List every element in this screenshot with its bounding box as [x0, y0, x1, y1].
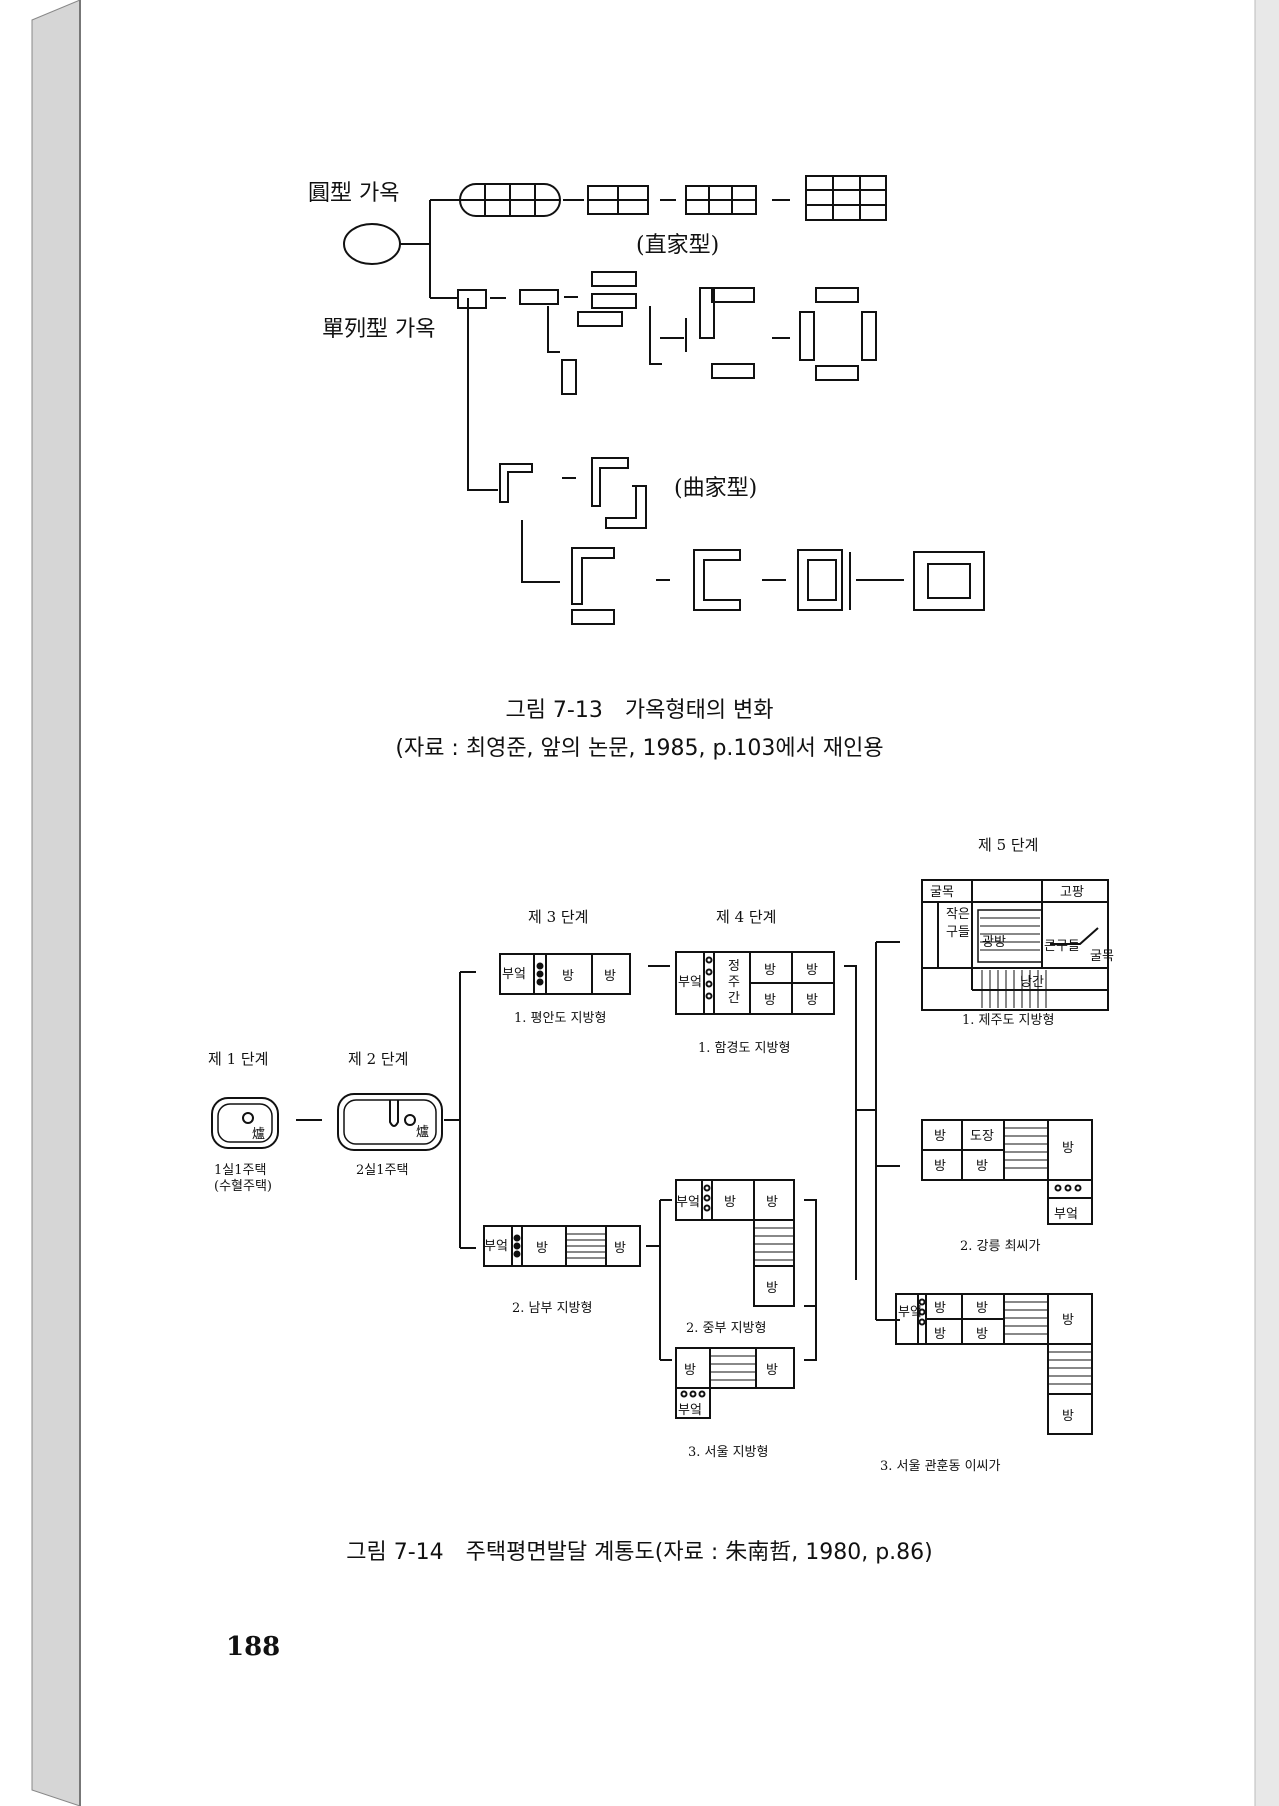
stage-5a-name: 1. 제주도 지방형: [962, 1013, 1054, 1028]
stage-3-label: 제 3 단계: [528, 908, 588, 926]
room-label: 방: [1062, 1313, 1074, 1328]
stage-2-name: 2실1주택: [356, 1163, 408, 1178]
hearth-label-1: 爐: [252, 1127, 265, 1142]
stage-5-gwanhundong-plan: 부엌 방 방 방 방 방 방 3. 서울 관훈동 이씨가: [880, 1293, 1093, 1474]
room-label: 방: [934, 1159, 946, 1174]
kitchen-label: 부엌: [678, 975, 702, 990]
stage-2-house: 爐 2실1주택: [337, 971, 476, 1249]
stage-1-label: 제 1 단계: [208, 1050, 268, 1068]
stage-1-name-a: 1실1주택: [214, 1163, 266, 1178]
gopang-label: 고팡: [1060, 885, 1084, 900]
jeongju-label-2: 주: [728, 975, 740, 990]
room-label: 방: [766, 1195, 778, 1210]
stage-3-pyongan-plan: 부엌 방 방 1. 평안도 지방형: [499, 953, 631, 1026]
jeongju-label-3: 간: [728, 991, 740, 1006]
room-label: 방: [806, 963, 818, 978]
room-label: 방: [684, 1363, 696, 1378]
kitchen-label: 부엌: [502, 967, 526, 982]
stage-2-label: 제 2 단계: [348, 1050, 408, 1068]
stage-3-southern-plan: 부엌 방 방 2. 남부 지방형: [483, 1199, 672, 1361]
stage-4-central-plan: 부엌 방 방 방 2. 중부 지방형: [675, 1179, 817, 1336]
stage-4c-name: 3. 서울 지방형: [688, 1445, 768, 1460]
kitchen-label: 부엌: [484, 1239, 508, 1254]
kitchen-label: 부엌: [676, 1195, 700, 1210]
room-label: 방: [976, 1327, 988, 1342]
room-label: 방: [934, 1301, 946, 1316]
room-label: 방: [766, 1363, 778, 1378]
figure-7-13-caption-source: (자료 : 최영준, 앞의 논문, 1985, p.103에서 재인용: [395, 736, 884, 761]
nanggan-label: 낭간: [1020, 975, 1044, 990]
round-house-origin: [343, 199, 460, 299]
curved-house-series: [467, 298, 985, 625]
straight-house-series: [459, 175, 887, 221]
room-label: 방: [1062, 1409, 1074, 1424]
room-label: 방: [976, 1159, 988, 1174]
jeongju-label-1: 정: [728, 959, 740, 974]
jageun-label: 작은: [946, 907, 970, 922]
room-label: 방: [1062, 1141, 1074, 1156]
room-label: 방: [614, 1241, 626, 1256]
stage-4-seoul-plan: 방 방 부엌 3. 서울 지방형: [675, 1232, 817, 1460]
single-row-house-series: [457, 271, 877, 395]
stage-3a-name: 1. 평안도 지방형: [514, 1011, 606, 1026]
room-label: 방: [724, 1195, 736, 1210]
stage-4b-name: 2. 중부 지방형: [686, 1321, 766, 1336]
stage-5-label: 제 5 단계: [978, 836, 1038, 854]
room-label: 방: [806, 993, 818, 1008]
room-label: 방: [536, 1241, 548, 1256]
figure-7-14-diagram: 제 1 단계 제 2 단계 제 3 단계 제 4 단계 제 5 단계 爐 1실1…: [208, 836, 1114, 1474]
gudeul-label: 구들: [946, 925, 970, 940]
dojang-label: 도장: [970, 1129, 994, 1144]
kitchen-label: 부엌: [678, 1403, 702, 1418]
straight-house-label: (直家型): [636, 233, 719, 258]
curved-house-label: (曲家型): [674, 476, 757, 501]
figure-7-13-diagram: 圓型 가옥 單列型 가옥 (直家型) (曲家型): [308, 175, 985, 625]
stage-5-gangneung-plan: 방 도장 방 방 방 부엌 2. 강릉 최씨가: [921, 1119, 1093, 1254]
stage-3b-name: 2. 남부 지방형: [512, 1301, 592, 1316]
room-label: 방: [976, 1301, 988, 1316]
kitchen-label: 부엌: [1054, 1207, 1078, 1222]
keungudeul-label: 큰구들: [1044, 939, 1080, 954]
stage-4-label: 제 4 단계: [716, 908, 776, 926]
stage-1-name-b: (수혈주택): [214, 1179, 272, 1194]
round-house-label: 圓型 가옥: [308, 181, 399, 206]
figure-7-13-caption-title: 그림 7-13 가옥형태의 변화: [505, 698, 774, 723]
stage-4-hamgyong-plan: 부엌 정 주 간 방 방 방 방 1. 함경도 지방형: [675, 951, 857, 1056]
room-label: 방: [604, 969, 616, 984]
stage-5b-name: 2. 강릉 최씨가: [960, 1239, 1041, 1254]
gulmok-label-2: 굴목: [1090, 949, 1114, 964]
figure-7-14-caption: 그림 7-14 주택평면발달 계통도(자료 : 朱南哲, 1980, p.86): [346, 1540, 933, 1565]
single-row-house-label: 單列型 가옥: [322, 317, 435, 342]
hearth-label-2: 爐: [416, 1125, 429, 1140]
room-label: 방: [934, 1327, 946, 1342]
room-label: 방: [764, 993, 776, 1008]
room-label: 방: [764, 963, 776, 978]
stage-4a-name: 1. 함경도 지방형: [698, 1041, 790, 1056]
kitchen-label: 부엌: [898, 1305, 922, 1320]
stage-5c-name: 3. 서울 관훈동 이씨가: [880, 1459, 1001, 1474]
gulmok-label-1: 굴목: [930, 885, 954, 900]
room-label: 방: [766, 1281, 778, 1296]
room-label: 방: [934, 1129, 946, 1144]
stage-5-jeju-plan: 굴목 작은 구들 고팡 광방 큰구들 굴목 낭간 1. 제주도 지방형: [921, 879, 1114, 1028]
stage-1-pit-house: 爐 1실1주택 (수혈주택): [211, 1097, 279, 1194]
gwangbang-label: 광방: [982, 935, 1006, 950]
room-label: 방: [562, 969, 574, 984]
page-number: 188: [226, 1632, 281, 1662]
